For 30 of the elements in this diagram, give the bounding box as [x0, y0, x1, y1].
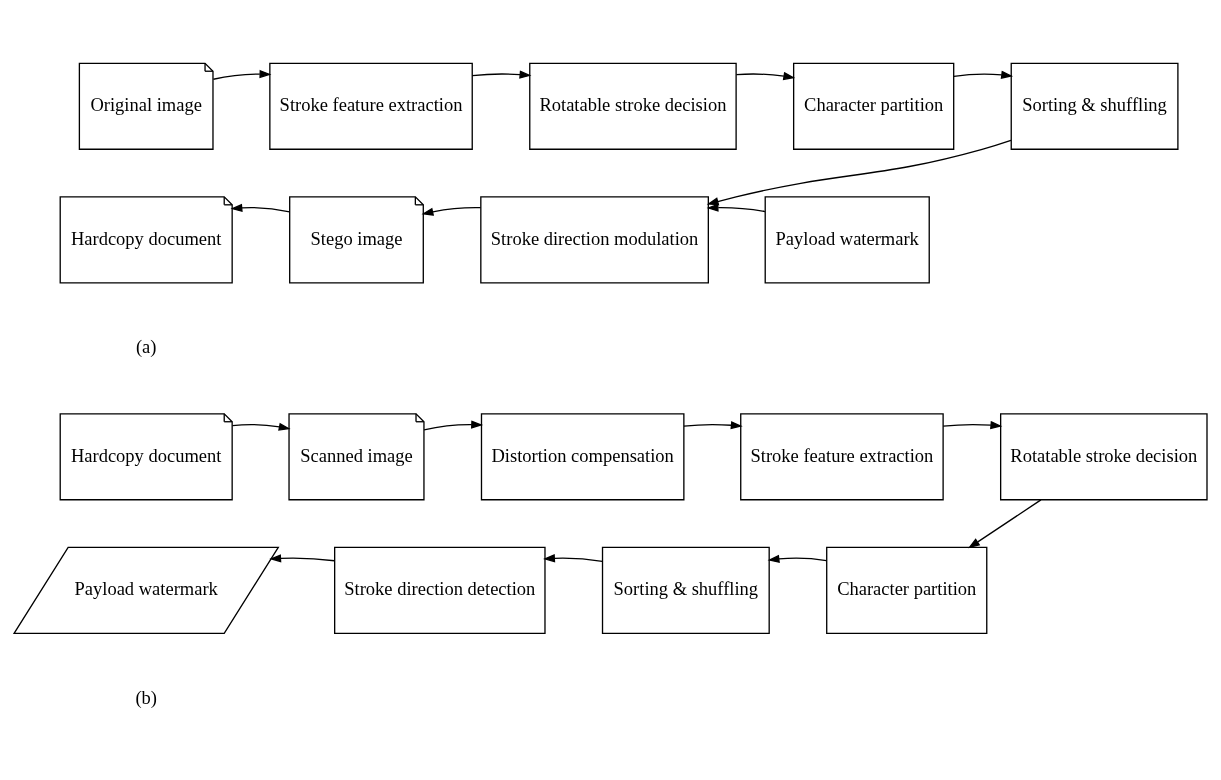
node-box: Stroke direction modulation: [480, 196, 709, 284]
node-box: Stroke feature extraction: [740, 413, 944, 501]
node-box: Stroke feature extraction: [269, 62, 473, 150]
label: (a): [135, 337, 157, 358]
arrow: [230, 203, 291, 213]
arrow: [543, 554, 603, 563]
node-box: Character partition: [793, 62, 955, 150]
arrow: [968, 499, 1042, 549]
arrow: [706, 139, 1012, 206]
arrow: [212, 69, 272, 80]
arrow: [269, 554, 336, 563]
arrow: [421, 206, 482, 216]
arrow: [942, 420, 1003, 430]
node-box: Distortion compensation: [480, 413, 685, 501]
arrow: [953, 70, 1014, 79]
arrow: [767, 554, 827, 564]
node-box: Stroke direction detection: [334, 546, 546, 635]
arrow: [231, 422, 291, 431]
node-box: Sorting & shuffling: [1010, 62, 1179, 150]
label: (b): [135, 687, 157, 708]
arrow: [471, 70, 532, 79]
node-box: Sorting & shuffling: [601, 546, 770, 635]
node-box: Payload watermark: [764, 196, 930, 284]
arrow: [706, 203, 766, 213]
node-box: Rotatable stroke decision: [1000, 413, 1208, 501]
node-box: Character partition: [826, 546, 988, 635]
arrow: [683, 421, 743, 430]
arrow: [735, 71, 796, 81]
node-box: Rotatable stroke decision: [529, 62, 737, 150]
arrow: [423, 420, 484, 431]
